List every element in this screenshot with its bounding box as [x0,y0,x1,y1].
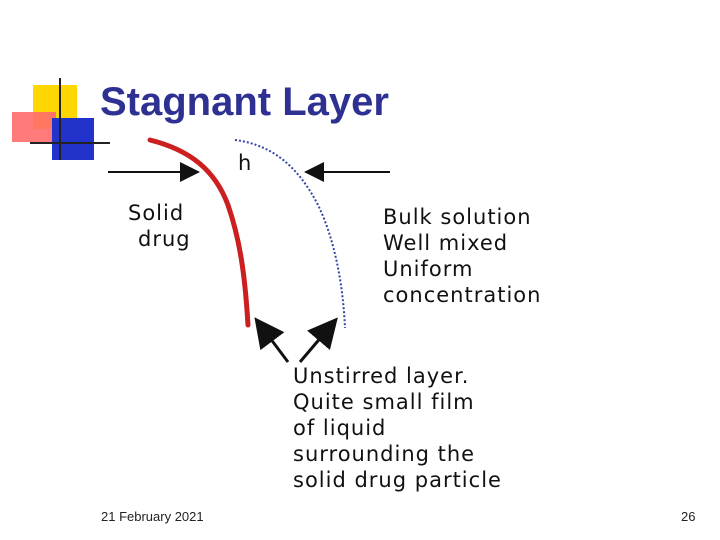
slide-title: Stagnant Layer [100,80,389,124]
bulk-label-line-1: Bulk solution [383,205,532,229]
unstirred-arrow-left [254,317,290,363]
logo-red-square [12,112,56,142]
unstirred-label-line-5: solid drug particle [293,468,502,492]
unstirred-arrow-right [298,317,338,363]
unstirred-label-line-3: of liquid [293,416,387,440]
solid-surface-curve [147,137,251,328]
bulk-label-line-4: concentration [383,283,542,307]
solid-label-line-2: drug [138,227,191,251]
solid-label-line-1: Solid [128,201,185,225]
unstirred-label-line-2: Quite small film [293,390,475,414]
h-label: h [238,151,253,175]
unstirred-label-line-4: surrounding the [293,442,476,466]
bulk-label-line-3: Uniform [383,257,474,281]
footer-date: 21 February 2021 [101,509,204,524]
unstirred-label-line-1: Unstirred layer. [293,364,470,388]
bulk-solution-label: Bulk solution Well mixed Uniform concent… [383,204,541,308]
unstirred-layer-label: Unstirred layer. Quite small film of liq… [293,363,502,493]
slide-number: 26 [681,509,696,524]
solid-drug-label: Solid drug [128,200,191,252]
bulk-label-line-2: Well mixed [383,231,509,255]
